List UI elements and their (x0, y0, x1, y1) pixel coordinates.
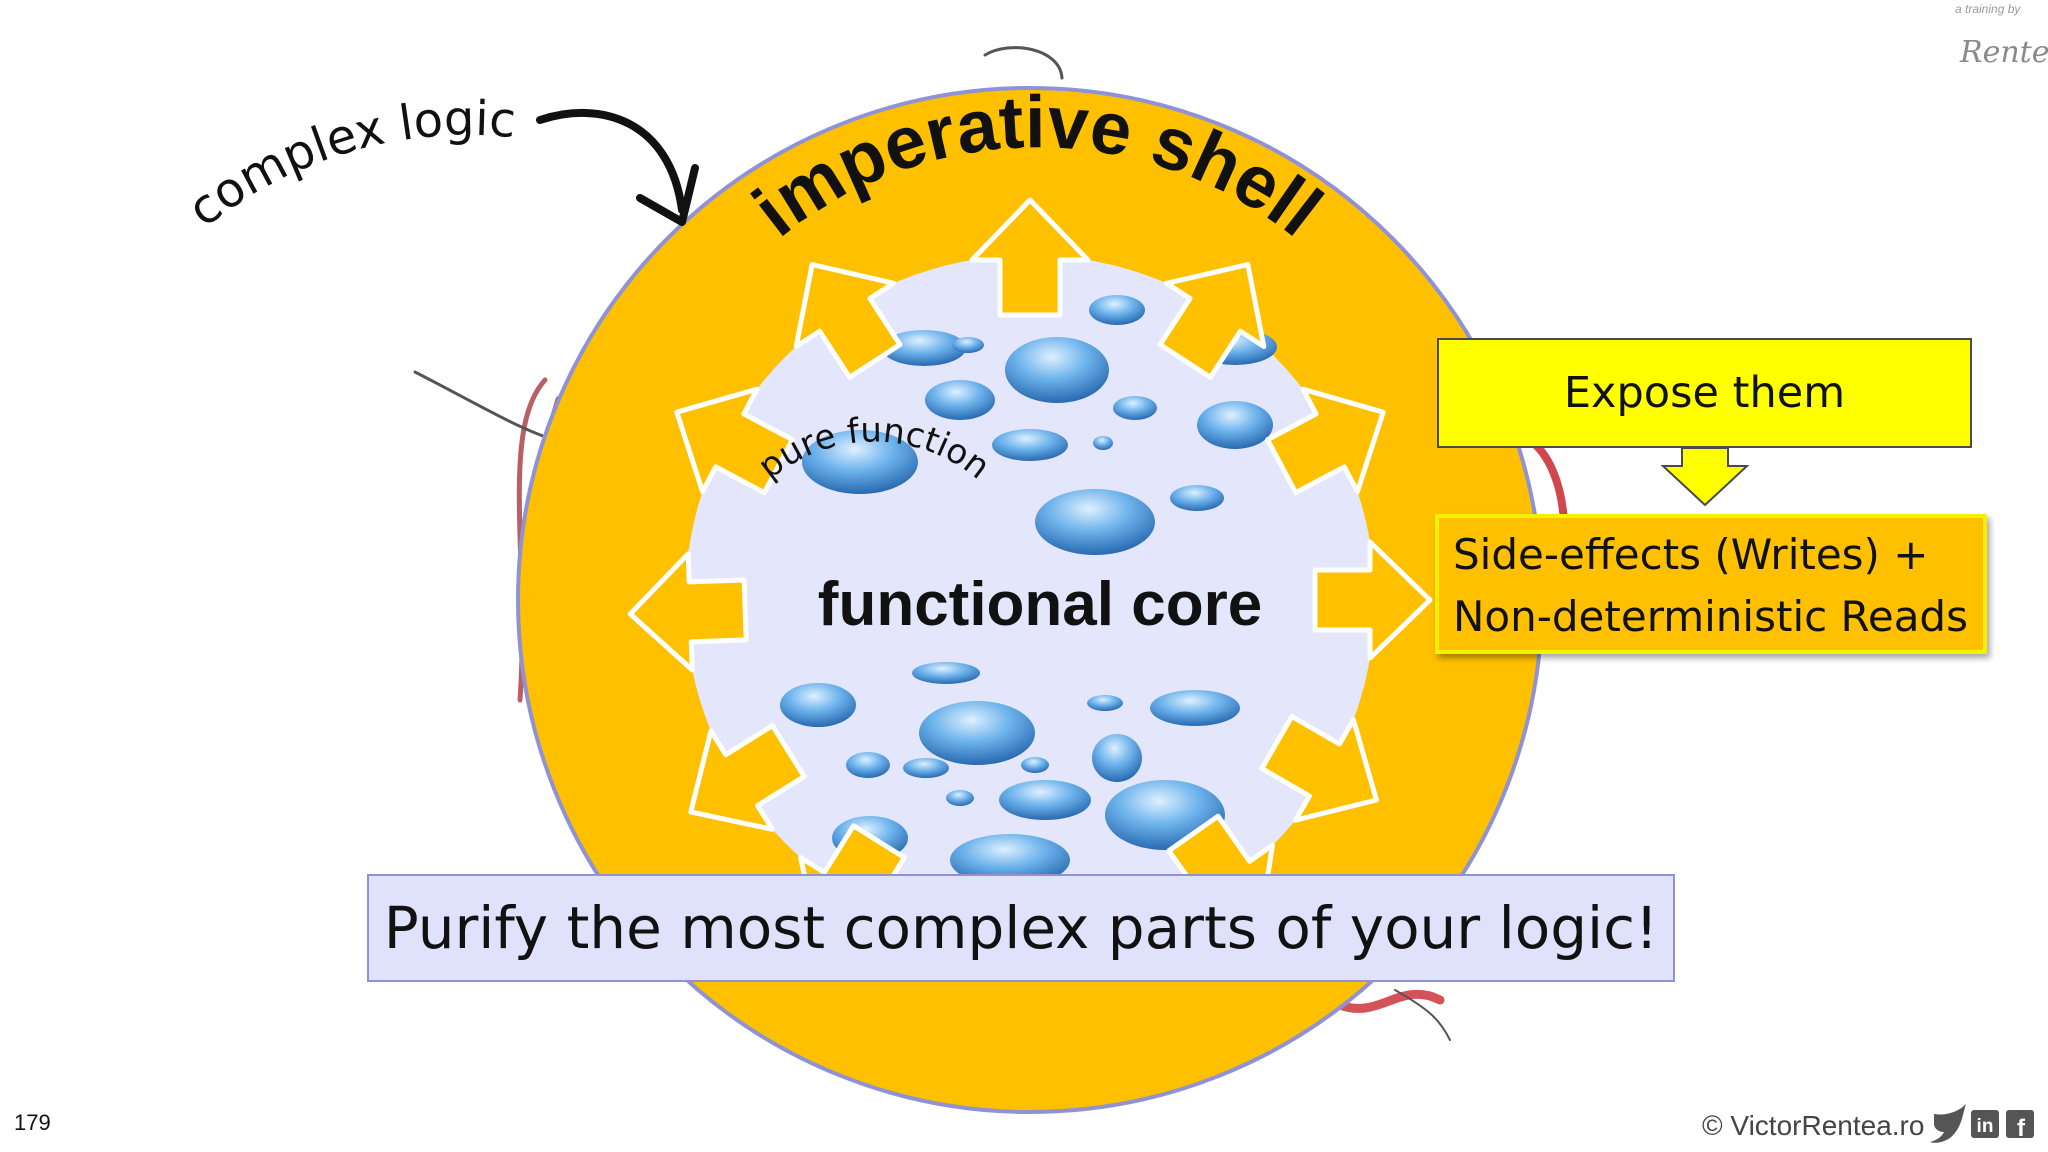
pure-function-droplets (780, 295, 1277, 886)
side-effects-line2: Non-deterministic Reads (1453, 592, 1968, 641)
complex-logic-label: complex logic (178, 91, 518, 238)
side-effects-line1: Side-effects (Writes) + (1453, 530, 1929, 579)
slide-number: 179 (14, 1110, 51, 1135)
training-by-label: a training by (1955, 2, 2021, 16)
facebook-icon[interactable]: f (2006, 1110, 2034, 1142)
side-effects-box: Side-effects (Writes) + Non-deterministi… (1435, 514, 1987, 654)
expose-them-box: Expose them (1437, 338, 1972, 448)
svg-text:f: f (2017, 1115, 2026, 1142)
copyright-text[interactable]: © VictorRentea.ro (1702, 1110, 1925, 1141)
complex-logic-arrow (536, 108, 699, 226)
purify-banner: Purify the most complex parts of your lo… (367, 874, 1675, 982)
signature-logo: Rentea (1959, 35, 2048, 70)
expose-down-arrow (1660, 447, 1750, 507)
functional-core-label: functional core (818, 570, 1262, 639)
twitter-icon[interactable] (1930, 1104, 1966, 1143)
svg-text:in: in (1977, 1116, 1994, 1137)
linkedin-icon[interactable]: in (1971, 1110, 1999, 1138)
